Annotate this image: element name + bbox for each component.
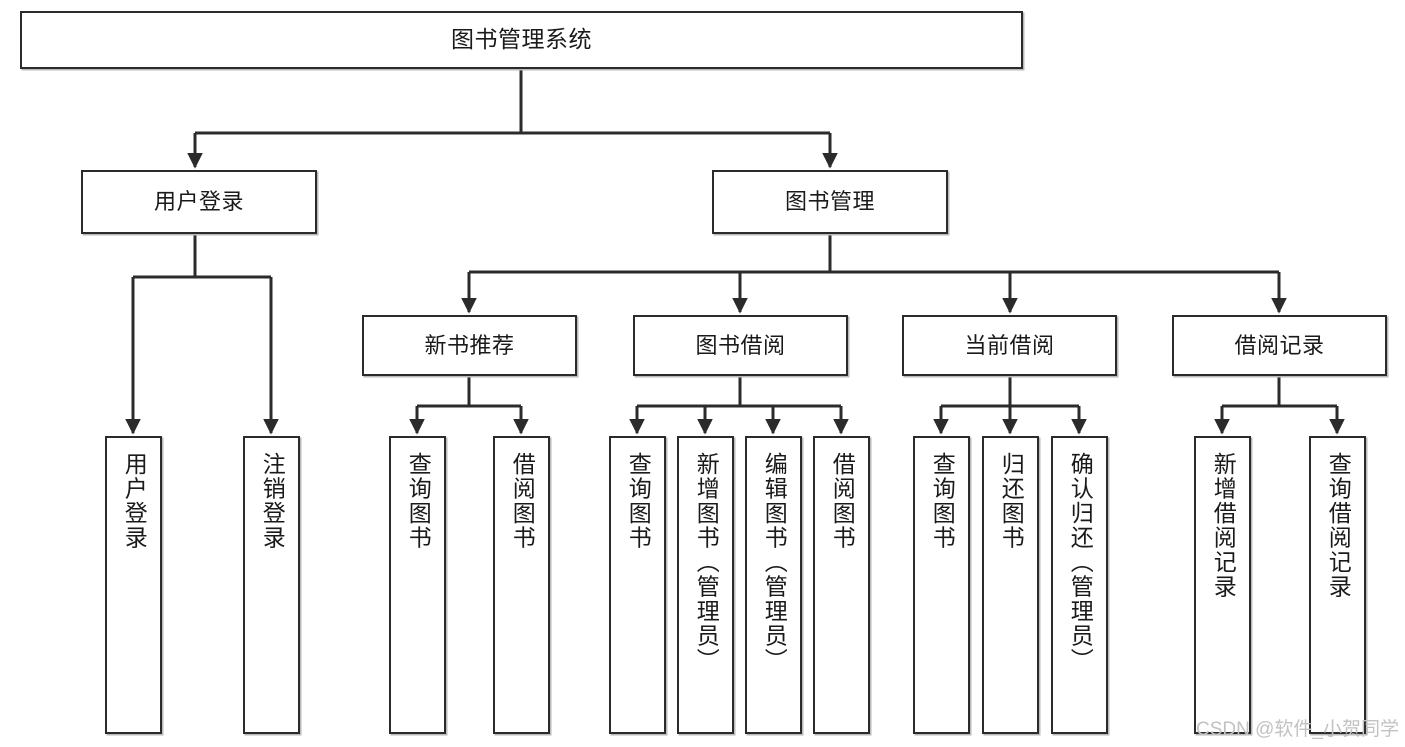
node-leaf-borrow-record-1[interactable]: 新增借阅记录	[1194, 436, 1251, 734]
node-label: 注销登录	[259, 452, 286, 550]
node-label: 用户登录	[153, 189, 244, 215]
node-leaf-book-borrow-2[interactable]: 新增图书（管理员）	[677, 436, 734, 734]
node-leaf-current-borrow-2[interactable]: 归还图书	[982, 436, 1039, 734]
node-user-login[interactable]: 用户登录	[81, 170, 317, 234]
node-leaf-book-borrow-1[interactable]: 查询图书	[609, 436, 666, 734]
node-label: 新书推荐	[424, 332, 515, 358]
node-label: 图书借阅	[695, 332, 786, 358]
node-borrow-record[interactable]: 借阅记录	[1172, 315, 1387, 376]
node-label: 图书管理	[784, 189, 875, 215]
node-label: 当前借阅	[964, 332, 1055, 358]
node-book-borrow[interactable]: 图书借阅	[633, 315, 848, 376]
node-leaf-new-book-1[interactable]: 查询图书	[389, 436, 446, 734]
node-label: 查询图书	[929, 452, 956, 550]
node-label: 用户登录	[121, 452, 148, 550]
node-label: 图书管理系统	[451, 26, 592, 53]
node-label: 归还图书	[998, 452, 1025, 550]
node-label: 新增图书（管理员）	[693, 452, 720, 673]
node-label: 新增借阅记录	[1210, 452, 1237, 599]
node-leaf-book-borrow-3[interactable]: 编辑图书（管理员）	[745, 436, 802, 734]
node-current-borrow[interactable]: 当前借阅	[902, 315, 1117, 376]
node-leaf-user-login-1[interactable]: 用户登录	[105, 436, 162, 734]
node-leaf-borrow-record-2[interactable]: 查询借阅记录	[1309, 436, 1366, 734]
node-leaf-current-borrow-3[interactable]: 确认归还（管理员）	[1051, 436, 1108, 734]
node-label: 查询借阅记录	[1325, 452, 1352, 599]
node-new-book-recommend[interactable]: 新书推荐	[362, 315, 577, 376]
node-leaf-new-book-2[interactable]: 借阅图书	[493, 436, 550, 734]
node-label: 查询图书	[405, 452, 432, 550]
node-book-management[interactable]: 图书管理	[712, 170, 948, 234]
node-label: 确认归还（管理员）	[1067, 452, 1094, 673]
node-label: 借阅记录	[1234, 332, 1325, 358]
node-label: 借阅图书	[829, 452, 856, 550]
node-leaf-user-login-2[interactable]: 注销登录	[243, 436, 300, 734]
node-root-system[interactable]: 图书管理系统	[20, 11, 1023, 69]
node-label: 查询图书	[625, 452, 652, 550]
node-leaf-book-borrow-4[interactable]: 借阅图书	[813, 436, 870, 734]
node-label: 借阅图书	[509, 452, 536, 550]
node-leaf-current-borrow-1[interactable]: 查询图书	[913, 436, 970, 734]
node-label: 编辑图书（管理员）	[761, 452, 788, 673]
